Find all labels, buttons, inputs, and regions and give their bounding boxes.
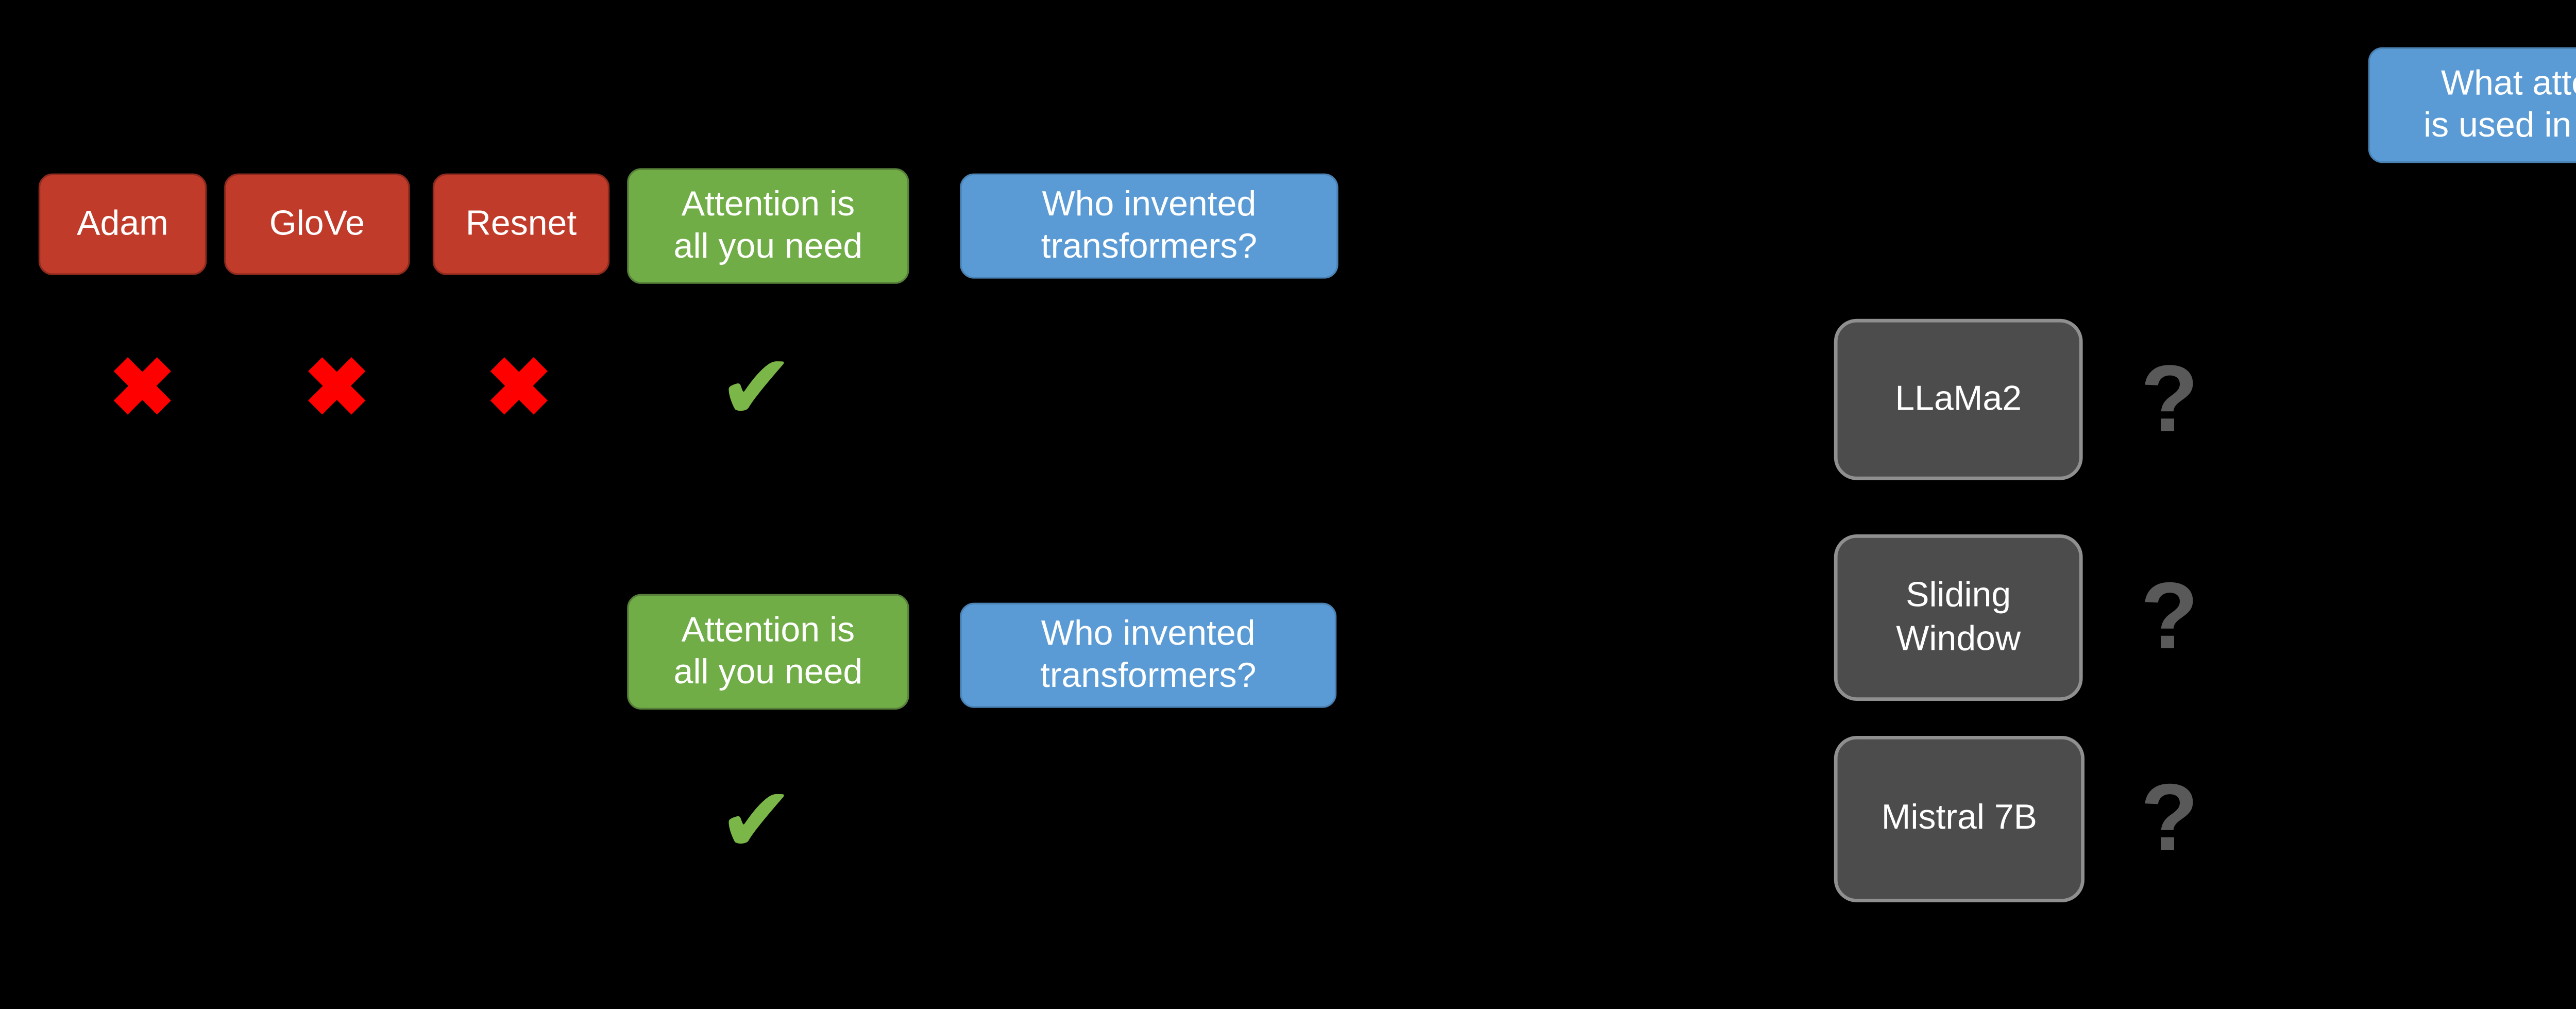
check-mark-icon: ✔ bbox=[718, 338, 795, 440]
x-mark-icon: ✖ bbox=[108, 342, 176, 433]
candidate-box-resnet: Resnet bbox=[432, 173, 610, 275]
query-box-mistral-attention: What attention is used in Mistral bbox=[2368, 47, 2576, 163]
candidate-box-adam: Adam bbox=[38, 173, 207, 275]
query-label-line2: transformers? bbox=[1040, 657, 1257, 696]
candidate-label-resnet: Resnet bbox=[465, 205, 577, 243]
candidate-box-glove: GloVe bbox=[224, 173, 410, 275]
check-mark-icon: ✔ bbox=[718, 771, 795, 873]
query-label-line1: Who invented bbox=[1042, 185, 1257, 224]
question-mark-icon: ? bbox=[2140, 765, 2198, 871]
query-label-line2: transformers? bbox=[1041, 228, 1258, 266]
option-box-mistral-7b: Mistral 7B bbox=[1834, 736, 2084, 902]
mistral-query-line1: What attention bbox=[2441, 64, 2576, 103]
query-box-transformers-2: Who invented transformers? bbox=[960, 602, 1337, 708]
document-label-line1: Attention is bbox=[681, 611, 855, 650]
candidate-label-glove: GloVe bbox=[269, 205, 365, 243]
question-mark-icon: ? bbox=[2140, 564, 2198, 669]
x-mark-icon: ✖ bbox=[303, 342, 371, 433]
document-label-line2: all you need bbox=[673, 653, 863, 692]
candidate-label-attention-line2: all you need bbox=[673, 228, 863, 266]
option-label-llama2: LLaMa2 bbox=[1895, 380, 2022, 418]
document-box-attention-paper: Attention is all you need bbox=[627, 594, 909, 710]
option-label-sliding-line1: Sliding bbox=[1906, 576, 2011, 615]
option-label-mistral-7b: Mistral 7B bbox=[1881, 799, 2038, 838]
option-box-sliding-window: Sliding Window bbox=[1834, 534, 2083, 701]
query-box-transformers: Who invented transformers? bbox=[960, 173, 1338, 279]
query-label-line1: Who invented bbox=[1041, 614, 1256, 653]
candidate-box-attention-paper: Attention is all you need bbox=[627, 168, 909, 284]
candidate-label-attention-line1: Attention is bbox=[681, 185, 855, 224]
mistral-query-line2: is used in Mistral bbox=[2424, 107, 2576, 146]
x-mark-icon: ✖ bbox=[485, 342, 553, 433]
option-label-sliding-line2: Window bbox=[1896, 619, 2021, 658]
question-mark-icon: ? bbox=[2140, 347, 2198, 452]
candidate-label-adam: Adam bbox=[77, 205, 168, 243]
option-box-llama2: LLaMa2 bbox=[1834, 318, 2083, 480]
